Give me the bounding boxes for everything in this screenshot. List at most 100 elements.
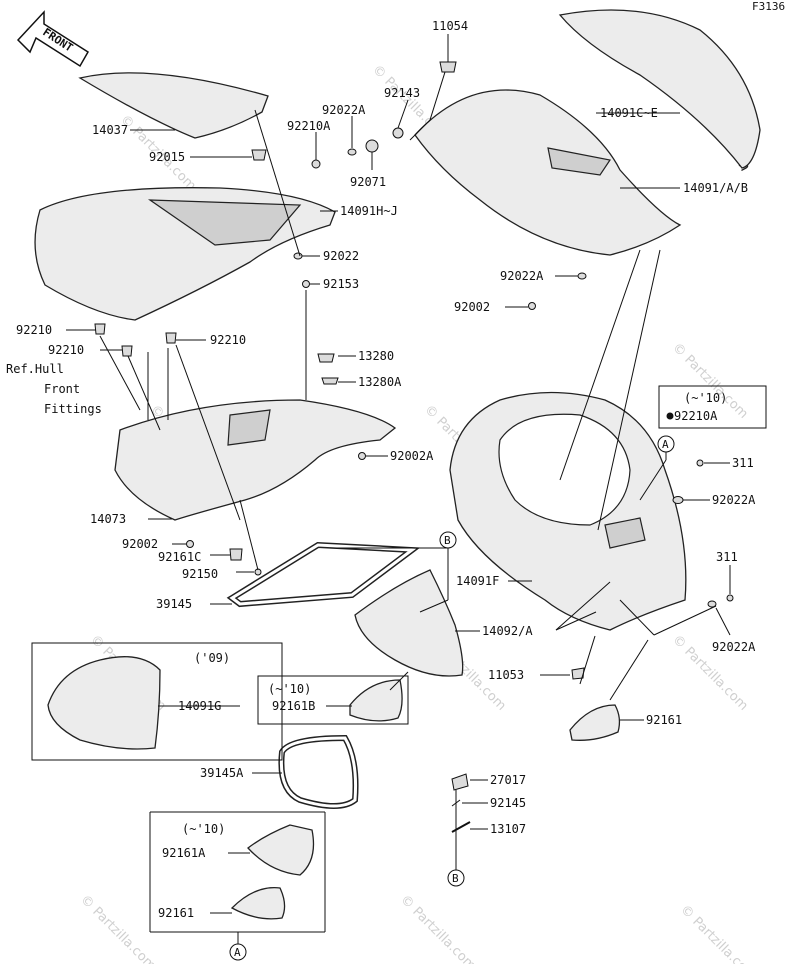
label-92002-low: 92002 [122, 537, 158, 551]
label-14092A: 14092/A [482, 624, 533, 638]
part-92210A-nut-icon [666, 412, 674, 420]
label-92002-mid: 92002 [454, 300, 490, 314]
part-13107-strip-icon [451, 821, 471, 833]
part-11053-clip-icon [571, 667, 585, 680]
part-14091HJ-recess [147, 199, 302, 246]
part-13280A-clip-icon [321, 377, 339, 385]
callout-B-top: B [439, 531, 457, 549]
ref-note-line1: Ref.Hull [6, 362, 64, 376]
label-14091CE: 14091C~E [600, 106, 658, 120]
part-92002-bolt-icon [186, 540, 194, 548]
label-92022A: 92022A [322, 103, 366, 117]
part-92071-grommet-icon [365, 139, 379, 153]
part-92015-clip-icon [251, 149, 267, 161]
inset-14091G-box [31, 642, 283, 761]
part-311-screw-icon [726, 594, 734, 602]
label-13280: 13280 [358, 349, 394, 363]
label-11053: 11053 [488, 668, 524, 682]
part-92161C-pad-icon [229, 548, 243, 561]
part-27017-pad-icon [451, 773, 469, 791]
label-92071: 92071 [350, 175, 386, 189]
label-14091F: 14091F [456, 574, 499, 588]
label-92161-r: 92161 [646, 713, 682, 727]
part-14091CE-panel [558, 9, 761, 169]
ref-note: Ref.Hull Front Fittings [6, 362, 102, 416]
label-92022A-mid: 92022A [500, 269, 544, 283]
front-arrow-icon: FRONT [16, 10, 90, 68]
part-92022A-washer-icon [707, 600, 717, 608]
inset-92161B-box [257, 675, 409, 725]
part-14091F-handle [604, 517, 646, 549]
label-92210A-box: 92210A [674, 409, 718, 423]
note-10-box: (~'10) [684, 391, 727, 405]
part-92022A-washer-icon [347, 148, 357, 156]
diagram-code: F3136 [752, 0, 785, 13]
part-92002A-bolt-icon [358, 452, 366, 460]
part-92143-collar-icon [392, 127, 404, 139]
part-14091AB-vent [547, 147, 611, 176]
label-92015: 92015 [149, 150, 185, 164]
part-14092A-cover [354, 569, 464, 677]
part-14091G-cover [47, 656, 161, 750]
svg-text:B: B [444, 534, 451, 547]
inset-92210A-box [658, 385, 767, 429]
label-92161-l: 92161 [158, 906, 194, 920]
label-92022A-r1: 92022A [712, 493, 756, 507]
callout-A-top: A [657, 435, 675, 453]
part-92161A-pad [247, 824, 315, 876]
ref-note-line2: Front [44, 382, 80, 396]
label-92161B: 92161B [272, 699, 315, 713]
year-notes: (~'10) ('09) (~'10) (~'10) [182, 391, 727, 836]
part-14073-recess [227, 409, 271, 446]
label-13280A: 13280A [358, 375, 402, 389]
watermark: © Partzilla.com [397, 892, 479, 964]
part-92161B-pad [349, 679, 403, 722]
label-27017: 27017 [490, 773, 526, 787]
part-92210-nut-icon [165, 332, 177, 344]
part-14073-frame [114, 399, 397, 521]
svg-text:A: A [662, 438, 669, 451]
part-39145A-gasket-inner [279, 736, 358, 808]
part-14037-cover [78, 72, 269, 139]
part-14091F-opening [498, 413, 631, 526]
label-11054: 11054 [432, 19, 468, 33]
label-14091G: 14091G [178, 699, 221, 713]
label-13107: 13107 [490, 822, 526, 836]
part-14091AB-panel [414, 89, 682, 256]
note-09: ('09) [194, 651, 230, 665]
part-92022A-washer-icon [672, 496, 684, 504]
part-92161-pad-right [569, 704, 621, 741]
label-92210-l2: 92210 [48, 343, 84, 357]
svg-text:A: A [234, 946, 241, 959]
label-92153: 92153 [323, 277, 359, 291]
label-14073: 14073 [90, 512, 126, 526]
label-14091AB: 14091/A/B [683, 181, 748, 195]
label-311-a: 311 [732, 456, 754, 470]
watermark: © Partzilla.com [77, 892, 159, 964]
part-92022A-washer-icon [577, 272, 587, 280]
part-92022-washer-icon [293, 252, 303, 260]
leader-lines [66, 34, 731, 944]
label-39145A: 39145A [200, 766, 244, 780]
part-13280-clip-icon [317, 353, 335, 363]
ref-note-line3: Fittings [44, 402, 102, 416]
part-labels: 11054 92143 92022A 92210A 92071 14091C~E… [16, 19, 756, 920]
callout-B-bottom: B [447, 869, 465, 887]
label-92210A: 92210A [287, 119, 331, 133]
label-92161C: 92161C [158, 550, 201, 564]
svg-text:B: B [452, 872, 459, 885]
label-92210-l1: 92210 [16, 323, 52, 337]
label-14037: 14037 [92, 123, 128, 137]
hardware-group [94, 61, 734, 791]
label-311-b: 311 [716, 550, 738, 564]
part-311-screw-icon [696, 459, 704, 467]
part-92210-nut-icon [94, 323, 106, 335]
label-92150: 92150 [182, 567, 218, 581]
part-92161-pad-left [230, 887, 286, 920]
label-92210-r: 92210 [210, 333, 246, 347]
label-92022A-r2: 92022A [712, 640, 756, 654]
label-92161A: 92161A [162, 846, 206, 860]
watermark: © Partzilla.com [677, 902, 759, 964]
